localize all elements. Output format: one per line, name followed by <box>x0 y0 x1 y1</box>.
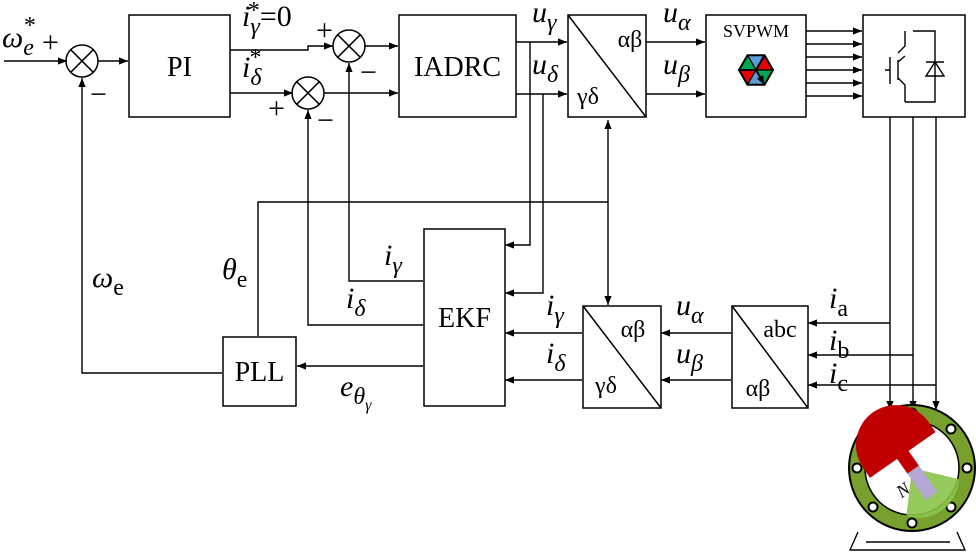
iadrc-label: IADRC <box>414 52 501 83</box>
label-u-alpha-bottom: uα <box>676 289 704 329</box>
sign-plus-gamma: + <box>316 14 333 47</box>
label-t2-i-gamma: iγ <box>546 289 564 329</box>
pi-label: PI <box>167 52 192 83</box>
signal-lines <box>4 27 940 410</box>
t1-bottom-label: γδ <box>576 84 599 110</box>
clarke-transform-block: abc αβ <box>731 305 809 409</box>
sign-plus-delta: + <box>268 92 285 125</box>
iadrc-block: IADRC <box>398 14 517 118</box>
ekf-block: EKF <box>423 228 506 407</box>
label-u-beta-top: uβ <box>663 48 690 88</box>
label-ekf-i-gamma: iγ <box>384 239 402 279</box>
t3-bottom-label: αβ <box>746 376 771 402</box>
inverse-park-transform-block: αβ γδ <box>567 14 647 118</box>
sign-minus-delta: − <box>317 104 334 137</box>
label-i-delta-ref: iδ* <box>242 45 262 91</box>
label-theta-e: θe <box>222 253 247 293</box>
park-transform-block: αβ γδ <box>582 305 662 409</box>
sign-minus-gamma: − <box>360 56 377 89</box>
t2-top-label: αβ <box>621 317 646 343</box>
label-ekf-i-delta: iδ <box>346 282 366 322</box>
inverter-block <box>862 14 966 118</box>
label-e-theta-gamma: eθγ <box>340 370 372 414</box>
summing-junction-gamma <box>332 29 366 63</box>
label-u-delta: uδ <box>532 48 559 88</box>
label-i-b: ib <box>829 324 849 364</box>
label-i-c: ic <box>829 357 848 397</box>
svpwm-hexagon-icon <box>737 54 773 84</box>
igbt-icon <box>885 30 946 103</box>
label-u-gamma: uγ <box>532 0 557 36</box>
t2-bottom-label: γδ <box>594 373 617 399</box>
summing-junction-speed <box>65 44 99 78</box>
t1-top-label: αβ <box>618 27 643 53</box>
sign-plus-speed: + <box>42 26 59 59</box>
label-u-beta-bottom: uβ <box>676 337 703 377</box>
pll-label: PLL <box>235 357 285 388</box>
svpwm-label: SVPWM <box>723 21 789 41</box>
summing-junction-delta <box>291 76 325 110</box>
ekf-label: EKF <box>438 303 491 334</box>
label-i-a: ia <box>829 282 848 322</box>
pmsm-motor-icon: S N <box>848 404 976 551</box>
label-omega-e: ωe <box>92 261 124 301</box>
label-u-alpha-top: uα <box>663 0 691 36</box>
label-t2-i-delta: iδ <box>546 337 566 377</box>
t3-top-label: abc <box>763 317 796 343</box>
sign-minus-speed: − <box>90 78 107 111</box>
svpwm-block: SVPWM <box>705 14 807 118</box>
label-omega-ref: ωe* <box>2 13 36 61</box>
label-i-gamma-ref: iγ*=0 <box>242 0 292 40</box>
pi-controller-block: PI <box>128 14 231 118</box>
signal-labels: ωe* + − iγ*=0 iδ* + − + − uγ uδ uα uβ ωe… <box>2 0 849 414</box>
pll-block: PLL <box>222 336 297 407</box>
